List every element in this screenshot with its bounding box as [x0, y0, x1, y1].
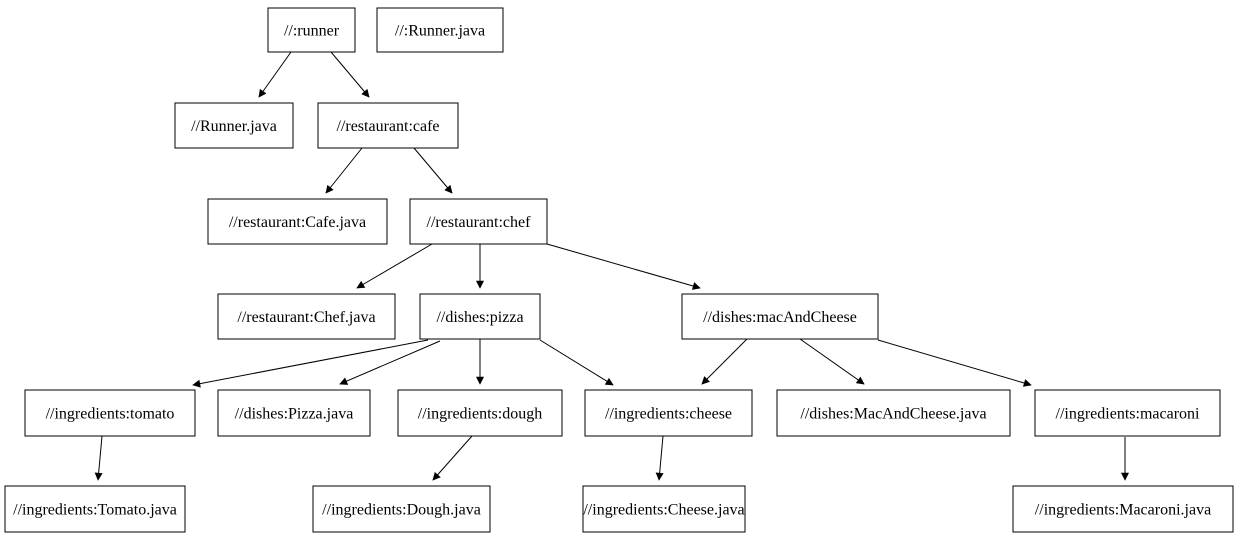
node-label-chef_java: //restaurant:Chef.java [237, 309, 375, 326]
node-label-tomato: //ingredients:tomato [46, 406, 175, 423]
node-box-tomato [24, 389, 196, 437]
node-box-cheese [584, 389, 753, 437]
node-box-cafe_java [207, 198, 388, 245]
edge-pizza-to-pizza_java [339, 340, 441, 385]
node-box-runner_java [174, 102, 294, 149]
node-macaroni_java: //ingredients:Macaroni.java [1012, 485, 1234, 533]
node-dough_java: //ingredients:Dough.java [312, 485, 491, 533]
edge-cafe-to-chef [413, 147, 453, 194]
node-box-dough_java [312, 485, 491, 533]
edge-mac_and_cheese-to-macaroni [877, 339, 1032, 387]
edge-cheese-to-cheese_java [655, 435, 664, 481]
edge-chef-to-mac_and_cheese [546, 243, 701, 290]
node-label-cafe_java: //restaurant:Cafe.java [229, 214, 366, 231]
node-box-macaroni_java [1012, 485, 1234, 533]
node-runner_java: //Runner.java [174, 102, 294, 149]
edge-dough-to-dough_java [432, 435, 473, 481]
node-label-runner_java_top: //:Runner.java [395, 23, 485, 40]
node-cafe: //restaurant:cafe [317, 102, 459, 149]
edge-mac_and_cheese-to-cheese [701, 338, 748, 385]
node-label-dough: //ingredients:dough [418, 406, 542, 423]
node-box-tomato_java [4, 485, 186, 533]
node-label-pizza_java: //dishes:Pizza.java [235, 406, 354, 423]
node-tomato: //ingredients:tomato [24, 389, 196, 437]
node-box-pizza [419, 293, 541, 340]
edge-mac_and_cheese-to-mac_and_cheese_java [799, 338, 865, 385]
edge-cafe-to-cafe_java [325, 147, 363, 194]
node-mac_and_cheese: //dishes:macAndCheese [681, 293, 879, 340]
node-label-dough_java: //ingredients:Dough.java [322, 502, 481, 519]
nodes-layer: //:runner //:Runner.java //Runner.java //re… [4, 7, 1234, 533]
node-label-cheese: //ingredients:cheese [605, 406, 732, 423]
node-label-macaroni_java: //ingredients:Macaroni.java [1035, 502, 1211, 519]
node-box-cafe [317, 102, 459, 149]
node-label-macaroni: //ingredients:macaroni [1056, 406, 1201, 423]
node-runner: //:runner [267, 7, 356, 53]
node-label-mac_and_cheese_java: //dishes:MacAndCheese.java [800, 406, 986, 423]
node-chef_java: //restaurant:Chef.java [217, 293, 396, 340]
node-label-runner_java: //Runner.java [191, 118, 277, 135]
edge-tomato-to-tomato_java [94, 435, 103, 481]
node-pizza: //dishes:pizza [419, 293, 541, 340]
edge-pizza-to-cheese [539, 339, 614, 386]
node-box-mac_and_cheese [681, 293, 879, 340]
node-label-tomato_java: //ingredients:Tomato.java [13, 502, 177, 519]
node-box-runner [267, 7, 356, 53]
node-box-runner_java_top [376, 7, 504, 53]
node-cheese_java: //ingredients:Cheese.java [582, 485, 746, 533]
node-label-runner: //:runner [284, 23, 340, 40]
edge-chef-to-chef_java [356, 243, 433, 289]
node-dough: //ingredients:dough [397, 389, 563, 437]
edges-layer [94, 51, 1129, 481]
edge-pizza-to-tomato [192, 339, 429, 388]
node-chef: //restaurant:chef [409, 198, 548, 245]
node-label-pizza: //dishes:pizza [436, 309, 523, 326]
node-box-chef_java [217, 293, 396, 340]
node-box-cheese_java [582, 485, 746, 533]
node-label-cafe: //restaurant:cafe [336, 118, 439, 135]
node-box-dough [397, 389, 563, 437]
node-tomato_java: //ingredients:Tomato.java [4, 485, 186, 533]
node-label-cheese_java: //ingredients:Cheese.java [583, 502, 744, 519]
edge-runner-to-cafe [330, 51, 370, 98]
node-box-macaroni [1034, 389, 1221, 437]
node-box-chef [409, 198, 548, 245]
node-macaroni: //ingredients:macaroni [1034, 389, 1221, 437]
node-label-chef: //restaurant:chef [427, 214, 532, 231]
node-cheese: //ingredients:cheese [584, 389, 753, 437]
node-label-mac_and_cheese: //dishes:macAndCheese [703, 309, 857, 326]
node-cafe_java: //restaurant:Cafe.java [207, 198, 388, 245]
node-box-mac_and_cheese_java [776, 389, 1011, 437]
node-runner_java_top: //:Runner.java [376, 7, 504, 53]
node-mac_and_cheese_java: //dishes:MacAndCheese.java [776, 389, 1011, 437]
node-box-pizza_java [217, 389, 371, 437]
node-pizza_java: //dishes:Pizza.java [217, 389, 371, 437]
edge-runner-to-runner_java [258, 51, 292, 98]
